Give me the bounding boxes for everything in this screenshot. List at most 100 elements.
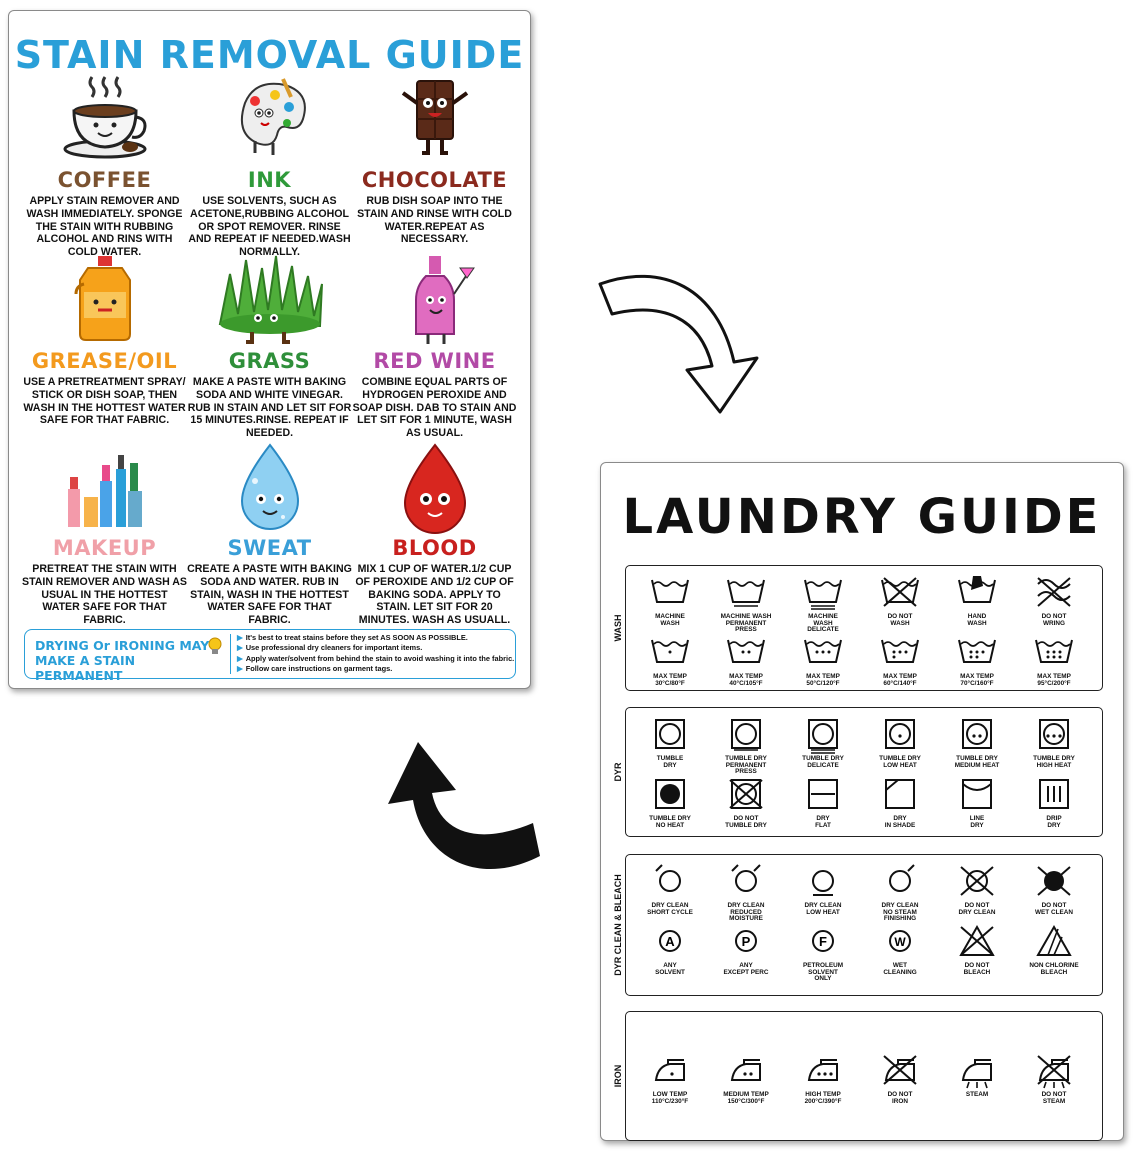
care-label-line: TUMBLE DRY [725,821,767,829]
care-label-line: SOLVENT [655,968,685,976]
note-divider [230,634,231,674]
care-label-line: MAX TEMP [883,673,917,680]
care-label-line: DRY [1047,821,1061,829]
care-symbol-icon [730,1059,761,1081]
care-label-line: DO NOT [1041,613,1067,620]
stain-description: USE SOLVENTS, SUCH AS ACETONE,RUBBING AL… [188,195,351,259]
stain-description: PRETREAT THE STAIN WITH STAIN REMOVER AN… [22,563,187,627]
care-label-line: MAX TEMP [806,673,840,680]
care-label-line: ONLY [814,975,832,982]
care-symbol-icon [1037,866,1071,896]
stain-name: GREASE/OIL [31,349,178,373]
care-label-line: WASH [813,619,833,627]
care-label-line: PRESS [735,626,757,633]
care-label-line: MAX TEMP [960,673,994,680]
care-label-line: DRY [970,821,984,829]
care-symbol-icon [1039,779,1069,809]
note-tips-list: ▶It's best to treat stains before they s… [237,633,514,674]
care-label-line: DELICATE [807,626,839,633]
care-label-line: 95°C/200°F [1037,679,1071,687]
stain-name: CHOCOLATE [361,168,508,192]
care-label-line: SOLVENT [808,968,838,976]
care-label-line: WASH [660,619,680,627]
note-tip: ▶Follow care instructions on garment tag… [237,663,393,673]
care-label-line: MEDIUM TEMP [723,1091,769,1098]
care-label-line: PETROLEUM [802,962,844,969]
wine-bottle-icon [352,254,517,349]
care-symbol-icon [729,779,763,809]
care-label-line: DRY CLEAN [958,908,996,916]
care-label-line: DRIP [1046,815,1062,822]
stain-guide-title: STAIN REMOVAL GUIDE [14,33,525,77]
care-symbol-icon [727,579,765,607]
care-label-line: 200°C/390°F [804,1097,842,1105]
care-label-line: 110°C/230°F [651,1097,689,1105]
care-label-line: NON CHLORINE [1029,962,1079,969]
care-symbol-icon [881,639,919,663]
care-label-line: REDUCED [730,908,762,916]
care-label-line: EXCEPT PERC [723,968,769,976]
care-label-line: DRY [816,815,830,822]
care-symbol-icon [655,864,681,892]
care-label-line: NO STEAM [883,908,917,916]
care-symbol-icon [731,719,761,751]
stain-name: RED WINE [373,349,496,373]
care-label-line: FLAT [815,821,831,829]
stain-description: RUB DISH SOAP INTO THE STAIN AND RINSE W… [357,195,512,246]
care-label-line: SHORT CYCLE [647,908,693,916]
care-label-line: TUMBLE DRY [1033,755,1075,762]
stain-item-chocolate: CHOCOLATE RUB DISH SOAP INTO THE STAIN AN… [352,73,517,246]
care-label-line: DO NOT [1041,1091,1067,1098]
care-label-line: 60°C/140°F [883,679,917,687]
care-symbol-icon: A [659,930,681,952]
care-symbol-icon [1036,924,1072,956]
ink-palette-icon [187,73,352,168]
care-label-line: 70°C/160°F [960,679,994,687]
care-label-line: DO NOT [964,902,990,909]
stain-name: MAKEUP [52,536,157,560]
care-label-line: TUMBLE DRY [956,755,998,762]
makeup-icon [22,441,187,536]
care-label-line: DRY CLEAN [881,902,919,909]
section-label: WASH [613,614,623,642]
care-symbol-label: STEAM [939,1091,1015,1099]
care-label-line: DO NOT [733,815,759,822]
care-label-line: DRY CLEAN [651,902,689,909]
care-label-line: DRY [663,761,677,769]
note-headline-line2: MAKE A STAIN PERMANENT [35,653,136,683]
stain-item-makeup: MAKEUP PRETREAT THE STAIN WITH STAIN REMO… [22,441,187,627]
care-label-line: WET [892,962,908,969]
care-label-line: DRY CLEAN [804,902,842,909]
care-label-line: 40°C/105°F [729,679,763,687]
